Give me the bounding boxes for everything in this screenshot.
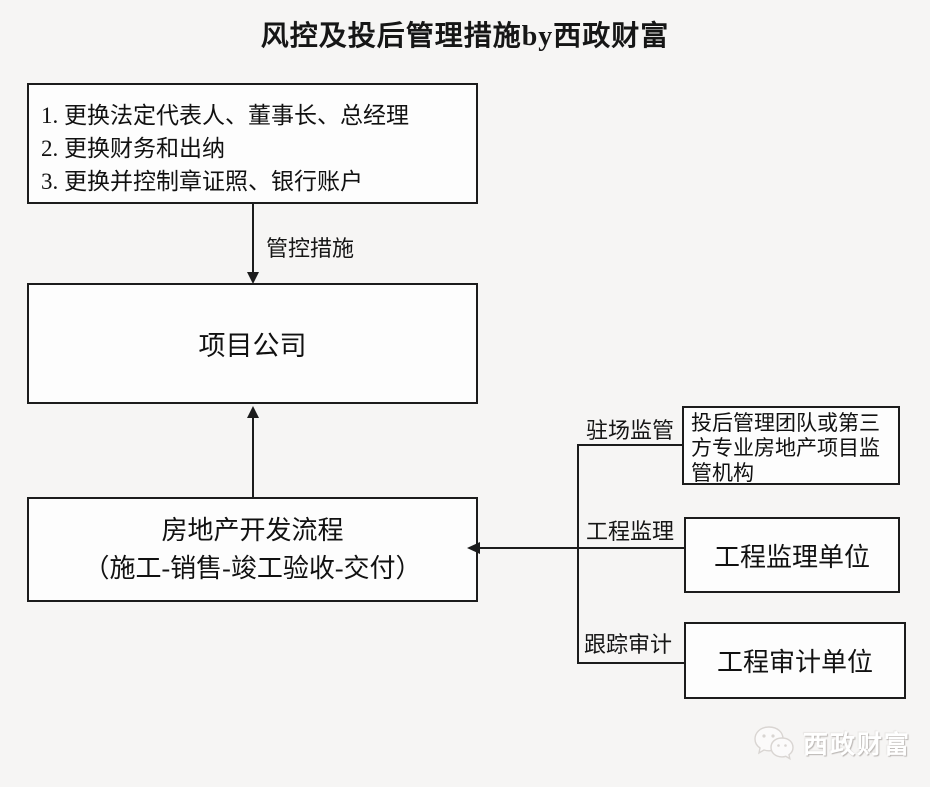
dev-process-line-2: （施工-销售-竣工验收-交付） bbox=[83, 553, 422, 583]
edge-label-onsite: 驻场监管 bbox=[586, 418, 675, 443]
connector-trunk-line bbox=[577, 444, 579, 664]
control-measures-arrow-line bbox=[252, 204, 254, 274]
dev-process-arrow-line bbox=[252, 416, 254, 497]
branch-tracking-line bbox=[577, 662, 684, 664]
edge-label-tracking: 跟踪审计 bbox=[584, 632, 673, 657]
project-company-box: 项目公司 bbox=[27, 283, 478, 404]
edge-label-control: 管控措施 bbox=[266, 236, 355, 261]
watermark-brand: 西政财富 bbox=[803, 732, 912, 759]
arrow-left-icon bbox=[467, 542, 480, 554]
diagram-title: 风控及投后管理措施by西政财富 bbox=[260, 21, 670, 52]
branch-onsite-line bbox=[577, 444, 683, 446]
control-measure-line-1: 1. 更换法定代表人、董事长、总经理 bbox=[41, 103, 409, 128]
wechat-bubbles-icon bbox=[752, 724, 796, 762]
edge-label-engineering: 工程监理 bbox=[586, 519, 675, 544]
arrow-down-icon bbox=[247, 272, 259, 284]
supervision-unit-box: 工程监理单位 bbox=[684, 517, 900, 593]
supervision-team-label: 投后管理团队或第三方专业房地产项目监管机构 bbox=[691, 411, 880, 485]
dev-process-line-1: 房地产开发流程 bbox=[161, 515, 344, 545]
dev-process-box: 房地产开发流程 （施工-销售-竣工验收-交付） bbox=[27, 497, 478, 602]
control-measure-line-2: 2. 更换财务和出纳 bbox=[41, 136, 225, 161]
supervision-team-box: 投后管理团队或第三方专业房地产项目监管机构 bbox=[682, 406, 900, 485]
watermark: 西政财富 bbox=[752, 724, 911, 762]
control-measures-box: 1. 更换法定代表人、董事长、总经理 2. 更换财务和出纳 3. 更换并控制章证… bbox=[27, 83, 478, 204]
audit-unit-box: 工程审计单位 bbox=[684, 622, 906, 699]
control-measure-line-3: 3. 更换并控制章证照、银行账户 bbox=[41, 169, 363, 194]
arrow-up-icon bbox=[247, 406, 259, 418]
audit-unit-label: 工程审计单位 bbox=[716, 648, 873, 677]
project-company-label: 项目公司 bbox=[198, 331, 307, 361]
supervision-unit-label: 工程监理单位 bbox=[713, 542, 870, 572]
branch-engineering-line bbox=[479, 547, 684, 549]
